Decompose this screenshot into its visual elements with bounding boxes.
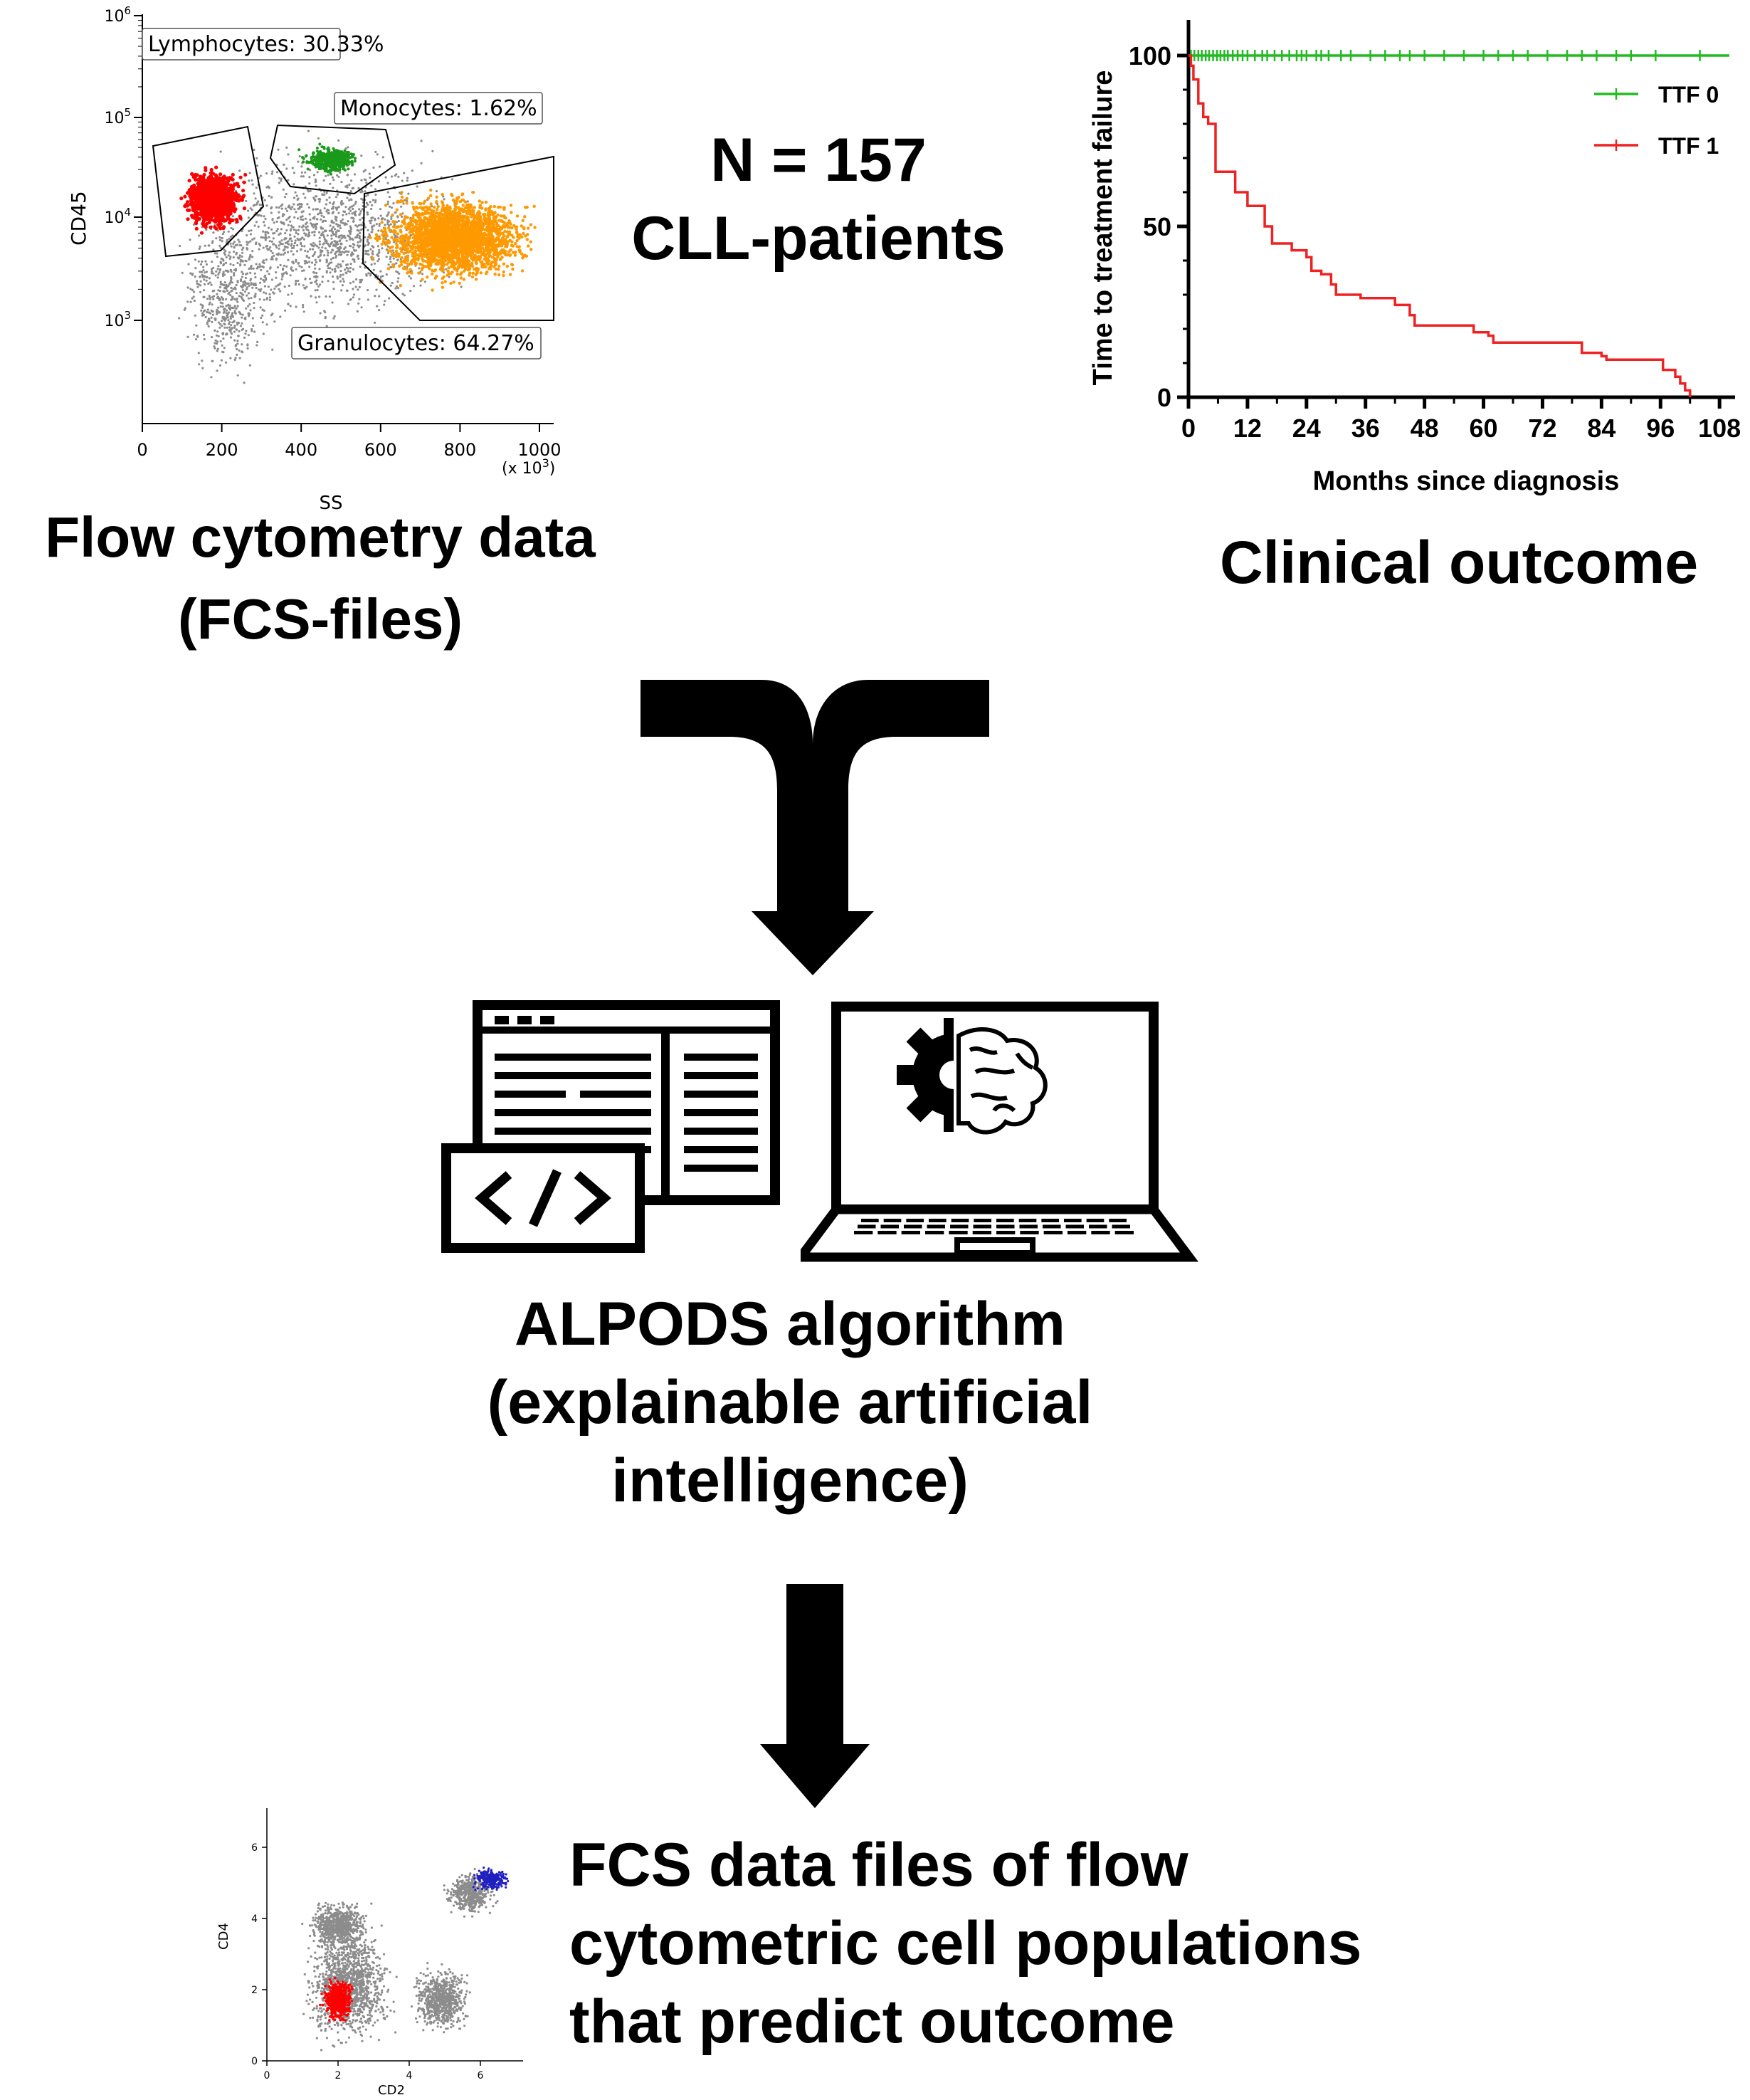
clinical-outcome-caption: Clinical outcome [1219, 529, 1699, 596]
km-legend-label: TTF 1 [1658, 133, 1719, 159]
flow-y-tick-label: 105 [104, 106, 131, 127]
result-x-tick-label: 4 [406, 2070, 413, 2081]
result-y-tick-label: 6 [251, 1842, 258, 1854]
result-scatter-points [301, 1867, 510, 2052]
down-arrow [760, 1584, 870, 1808]
result-x-tick-label: 6 [478, 2070, 484, 2081]
granulocyte-gate [362, 155, 554, 321]
km-x-tick-label: 72 [1528, 414, 1556, 443]
km-x-axis-label: Months since diagnosis [1313, 466, 1620, 496]
flow-y-tick-label: 103 [104, 309, 131, 330]
monocytes-gate-label: Monocytes: 1.62% [340, 96, 537, 121]
km-x-tick-label: 48 [1411, 414, 1439, 443]
code-document-icon [441, 1000, 780, 1253]
result-y-tick-label: 4 [251, 1913, 258, 1925]
flow-y-ticks: 103 104 105 106 [104, 4, 142, 330]
ttf-survival-chart: 0 50 100 0 12 24 36 48 60 72 84 96 108 TTF 0 TTF 1 Ti… [1088, 20, 1741, 496]
result-text-line-2: cytometric cell populations [569, 1909, 1362, 1978]
flow-caption-line-1: Flow cytometry data [45, 505, 596, 569]
flow-x-tick-label: 600 [364, 440, 397, 460]
merge-arrow [641, 680, 989, 975]
km-x-tick-label: 60 [1470, 414, 1498, 443]
flow-y-tick-label: 104 [104, 206, 131, 227]
km-y-tick-label: 100 [1129, 41, 1171, 70]
brain-icon [956, 1027, 1048, 1135]
flow-cytometry-scatter-plot: 0 200 400 600 800 1000 103 104 105 106 Lymphocyt… [67, 4, 562, 513]
algorithm-subtitle-2: intelligence) [611, 1447, 969, 1515]
granulocytes-gate-label: Granulocytes: 64.27% [297, 331, 534, 356]
laptop-ai-icon [801, 1002, 1198, 1262]
km-y-tick-label: 50 [1143, 212, 1171, 241]
flow-x-tick-label: 0 [137, 440, 147, 460]
result-y-tick-label: 2 [251, 1985, 258, 1996]
km-x-tick-label: 24 [1292, 414, 1321, 443]
result-x-tick-label: 2 [335, 2070, 342, 2081]
km-x-tick-label: 96 [1646, 414, 1675, 443]
result-text-line-1: FCS data files of flow [569, 1831, 1188, 1899]
flow-scatter-points [178, 130, 537, 384]
km-y-axis-label: Time to treatment failure [1088, 70, 1118, 386]
result-x-tick-label: 0 [264, 2070, 270, 2081]
lymphocyte-gate [152, 125, 265, 258]
km-y-tick-label: 0 [1157, 383, 1171, 412]
flow-x-ticks: 0 200 400 600 800 1000 [137, 424, 562, 460]
result-y-axis-label: CD4 [216, 1923, 231, 1950]
flow-caption-line-2: (FCS-files) [178, 587, 463, 651]
km-x-tick-label: 0 [1181, 414, 1196, 443]
flow-y-axis-label: CD45 [67, 191, 90, 246]
flow-x-axis-label: SS [319, 493, 342, 513]
algorithm-title: ALPODS algorithm [514, 1290, 1066, 1358]
flow-x-multiplier: (x 103) [502, 456, 555, 478]
km-x-tick-label: 108 [1698, 414, 1741, 443]
result-plot-ticks: 0 2 4 6 0 2 4 6 [251, 1842, 483, 2081]
km-series-2 [1188, 54, 1692, 397]
patient-group: CLL-patients [631, 204, 1006, 273]
flow-x-tick-label: 1000 [517, 440, 561, 460]
km-x-tick-label: 84 [1587, 414, 1615, 443]
flow-x-tick-label: 200 [206, 440, 238, 460]
km-x-tick-label: 36 [1351, 414, 1380, 443]
monocyte-gate [269, 124, 396, 195]
patient-count: N = 157 [710, 126, 927, 194]
laptop-keyboard [854, 1219, 1134, 1234]
flow-y-tick-label: 106 [104, 4, 131, 26]
result-x-axis-label: CD2 [378, 2083, 405, 2098]
km-legend-label: TTF 0 [1658, 82, 1719, 107]
algorithm-subtitle-1: (explainable artificial [487, 1368, 1093, 1437]
result-scatter-plot: 0 2 4 6 0 2 4 6 CD4 CD2 [216, 1808, 523, 2098]
flow-x-tick-label: 800 [443, 440, 476, 460]
flow-x-tick-label: 400 [285, 440, 317, 460]
km-x-tick-label: 12 [1233, 414, 1262, 443]
result-y-tick-label: 0 [251, 2056, 258, 2067]
result-text-line-3: that predict outcome [569, 1988, 1175, 2056]
lymphocytes-gate-label: Lymphocytes: 30.33% [148, 32, 384, 57]
